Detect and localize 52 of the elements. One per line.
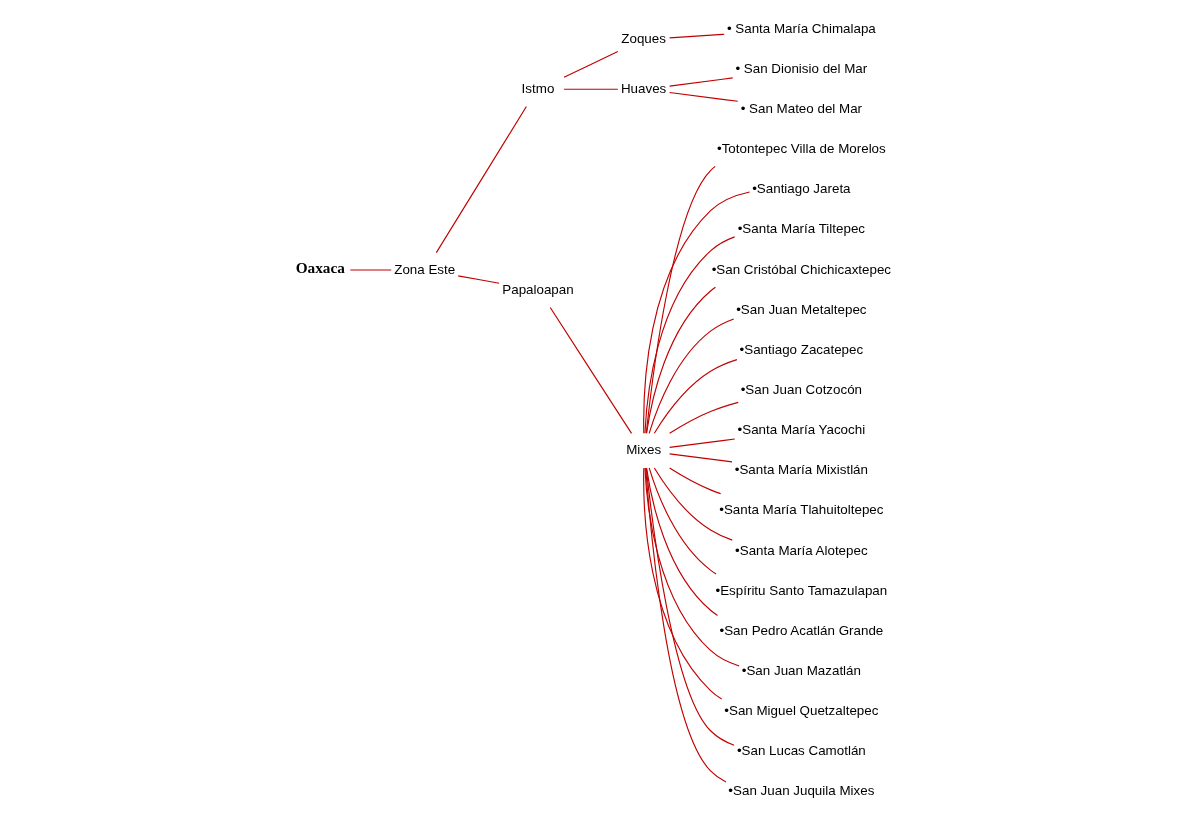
node-text: •Santa María Alotepec — [734, 542, 868, 558]
connector — [668, 438, 735, 448]
node-text: •Santa María Tiltepec — [737, 221, 865, 237]
node-text: •San Juan Cotzocón — [740, 381, 862, 397]
node-text: •Santiago Jareta — [751, 181, 851, 197]
node-text: •San Juan Mazatlán — [741, 663, 861, 679]
connector — [668, 33, 725, 39]
connector — [648, 318, 734, 434]
connector — [645, 467, 718, 616]
node-text: •San Pedro Acatlán Grande — [718, 622, 883, 638]
connector — [653, 467, 733, 541]
connector — [668, 401, 739, 434]
connector — [668, 77, 733, 87]
node-text: •Santa María Tlahuitoltepec — [718, 502, 884, 518]
node-text: •San Miguel Quetzaltepec — [723, 703, 878, 719]
node-text: •Santa María Mixistlán — [734, 462, 868, 478]
connector — [668, 91, 738, 102]
connector — [642, 191, 750, 434]
connector — [645, 467, 735, 746]
connector — [435, 106, 527, 254]
node-text: • San Mateo del Mar — [740, 100, 862, 116]
connector — [645, 165, 716, 434]
node-text: • Santa María Chimalapa — [726, 20, 876, 36]
connector — [643, 467, 740, 667]
node-text: •Espíritu Santo Tamazulapan — [714, 582, 887, 598]
node-text: Papaloapan — [501, 281, 574, 297]
node-text: •San Juan Juquila Mixes — [727, 783, 874, 799]
node-text: •Totontepec Villa de Morelos — [716, 141, 886, 157]
connector — [653, 359, 737, 434]
connector — [549, 306, 632, 434]
node-text: • San Dionisio del Mar — [734, 60, 867, 76]
connector — [648, 467, 717, 575]
connector — [643, 236, 735, 434]
node-text: •Santa María Yacochi — [737, 422, 865, 438]
connector — [668, 453, 733, 463]
node-text: •San Lucas Camotlán — [736, 743, 866, 759]
connector — [668, 467, 721, 495]
connector — [645, 286, 716, 434]
connector — [642, 467, 722, 700]
connector — [562, 88, 618, 90]
node-text: •San Juan Metaltepec — [735, 301, 867, 317]
connector — [562, 50, 618, 78]
connector — [644, 467, 727, 783]
node-text: Huaves — [620, 80, 666, 96]
node-text: Zona Este — [393, 261, 455, 277]
node-text: •San Cristóbal Chichicaxtepec — [711, 261, 891, 277]
node-text: Mixes — [625, 442, 661, 458]
node-text: Zoques — [620, 31, 666, 47]
node-text: Istmo — [521, 80, 554, 96]
node-text: •Santiago Zacatepec — [739, 341, 863, 357]
node-text: Oaxaca — [295, 258, 345, 276]
connector — [457, 275, 500, 284]
